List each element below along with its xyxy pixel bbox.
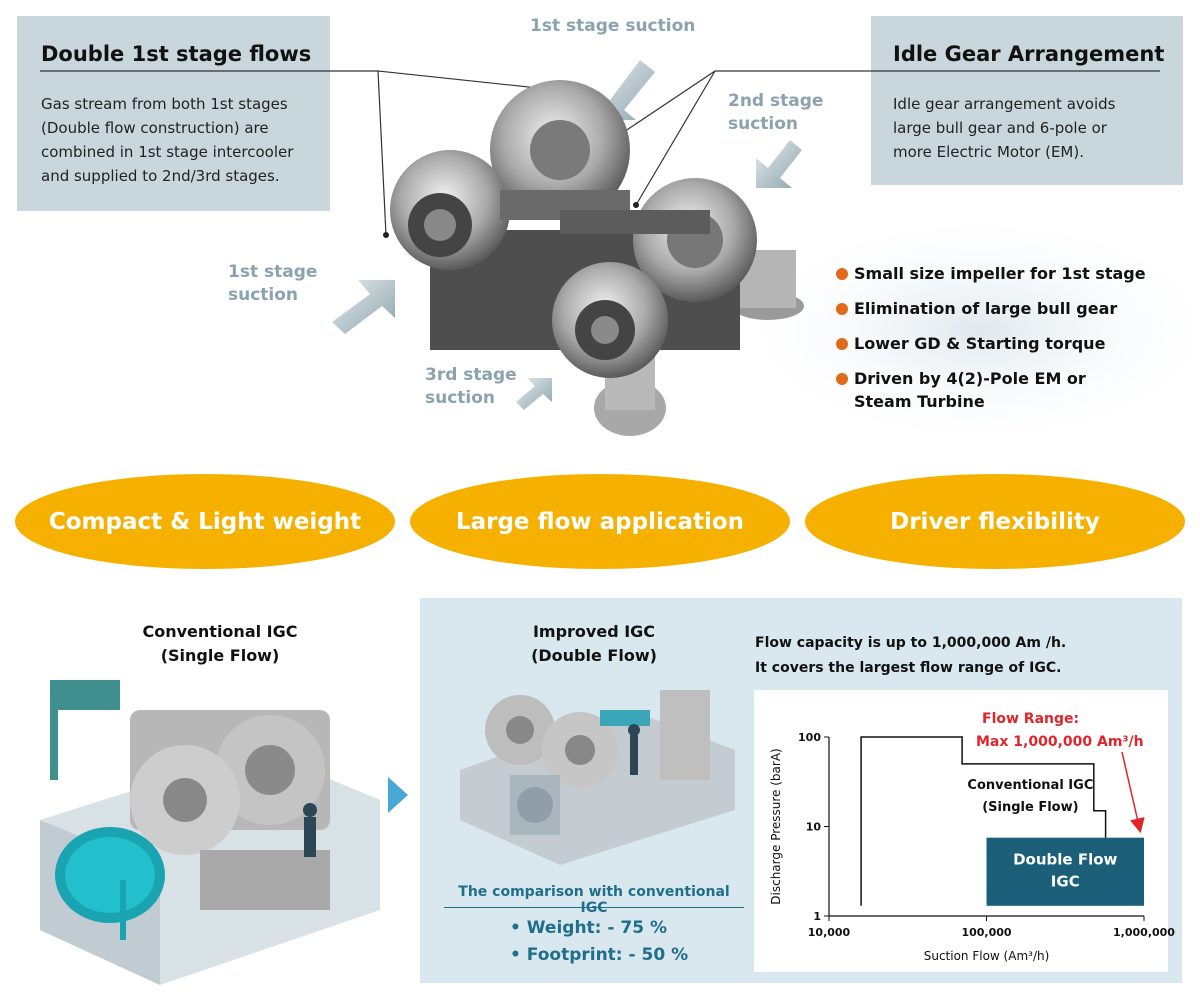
- conventional-igc-illustration: [40, 680, 380, 985]
- x-tick-label: 100,000: [961, 926, 1011, 939]
- annotation-arrow-icon: [1121, 751, 1145, 834]
- comparison-weight: • Weight: - 75 %: [510, 918, 667, 938]
- label-line: suction: [425, 388, 496, 408]
- conventional-label: Conventional IGC: [967, 778, 1093, 793]
- conventional-label: (Single Flow): [982, 800, 1078, 815]
- callout-title: Idle Gear Arrangement: [893, 42, 1165, 66]
- feature-item: Lower GD & Starting torque: [836, 332, 1166, 355]
- label-line: 1st stage: [228, 262, 318, 282]
- feature-item: Driven by 4(2)-Pole EM or: [836, 367, 1166, 390]
- feature-item: Small size impeller for 1st stage: [836, 262, 1166, 285]
- label-1st-stage-suction-top: 1st stage suction: [530, 16, 696, 36]
- y-tick-label: 1: [813, 910, 821, 923]
- callout-line: and supplied to 2nd/3rd stages.: [41, 167, 280, 185]
- comparison-footprint: • Footprint: - 50 %: [510, 945, 689, 965]
- caption-line: Conventional IGC: [142, 622, 298, 641]
- x-tick-label: 1,000,000: [1113, 926, 1175, 939]
- compressor-illustration: [40, 60, 1200, 450]
- callout-line: (Double flow construction) are: [41, 119, 269, 137]
- callout-title: Double 1st stage flows: [41, 42, 312, 66]
- bullet-dot-icon: [836, 338, 848, 350]
- callout-line: Idle gear arrangement avoids: [893, 95, 1116, 113]
- x-tick-label: 10,000: [808, 926, 851, 939]
- background-glow: [730, 210, 1200, 450]
- flow-range-annotation: Flow Range:: [982, 711, 1079, 727]
- improved-caption: Improved IGC (Double Flow): [474, 620, 714, 668]
- feature-list: Small size impeller for 1st stage Elimin…: [836, 262, 1166, 425]
- next-arrow-icon: [388, 777, 408, 813]
- y-tick-label: 100: [798, 731, 821, 744]
- double-flow-label: Double Flow: [1013, 851, 1117, 869]
- label-1st-stage-suction-left: 1st stage suction: [228, 261, 317, 307]
- double-flow-label: IGC: [1051, 873, 1080, 891]
- label-line: suction: [228, 285, 299, 305]
- callout-idle-gear: Idle Gear Arrangement Idle gear arrangem…: [871, 16, 1183, 185]
- y-axis-label: Discharge Pressure (barA): [769, 748, 783, 904]
- conventional-envelope-line: [860, 736, 1107, 906]
- callout-line: combined in 1st stage intercooler: [41, 143, 294, 161]
- label-line: suction: [728, 114, 799, 134]
- caption-line: Improved IGC: [532, 622, 656, 641]
- callout-line: large bull gear and 6-pole or: [893, 119, 1107, 137]
- leader-lines: [40, 70, 1160, 236]
- arrow-icon: [516, 378, 552, 410]
- caption-line: (Double Flow): [531, 646, 657, 665]
- label-2nd-stage-suction: 2nd stage suction: [728, 90, 823, 136]
- callout-double-flows: Double 1st stage flows Gas stream from b…: [17, 16, 330, 211]
- bullet-dot-icon: [836, 373, 848, 385]
- callout-line: more Electric Motor (EM).: [893, 143, 1084, 161]
- pill-compact: Compact & Light weight: [15, 474, 395, 569]
- flow-capacity-line: Flow capacity is up to 1,000,000 Am /h.: [755, 635, 1067, 651]
- double-flow-region: [986, 837, 1144, 906]
- arrow-icon: [756, 140, 802, 188]
- flow-range-annotation: Max 1,000,000 Am³/h: [976, 734, 1144, 750]
- bullet-dot-icon: [836, 268, 848, 280]
- comparison-divider: [444, 907, 744, 908]
- callout-line: Gas stream from both 1st stages: [41, 95, 288, 113]
- y-tick-label: 10: [806, 821, 822, 834]
- pill-driver: Driver flexibility: [805, 474, 1185, 569]
- pill-large-flow: Large flow application: [410, 474, 790, 569]
- caption-line: (Single Flow): [160, 646, 280, 665]
- compressor-model: [390, 80, 804, 436]
- x-axis-label: Suction Flow (Am³/h): [924, 949, 1050, 963]
- label-line: 3rd stage: [425, 365, 517, 385]
- label-3rd-stage-suction: 3rd stage suction: [425, 364, 517, 410]
- comparison-title: The comparison with conventional IGC: [458, 884, 730, 916]
- bullet-dot-icon: [836, 303, 848, 315]
- flow-capacity-line: It covers the largest flow range of IGC.: [755, 660, 1062, 676]
- arrow-icon: [332, 280, 395, 334]
- flow-capacity-text: Flow capacity is up to 1,000,000 Am /h. …: [755, 631, 1066, 681]
- conventional-caption: Conventional IGC (Single Flow): [100, 620, 340, 668]
- label-line: 2nd stage: [728, 91, 824, 111]
- improved-igc-illustration: [460, 690, 735, 865]
- feature-item: Elimination of large bull gear: [836, 297, 1166, 320]
- feature-item-continued: Steam Turbine: [854, 392, 985, 411]
